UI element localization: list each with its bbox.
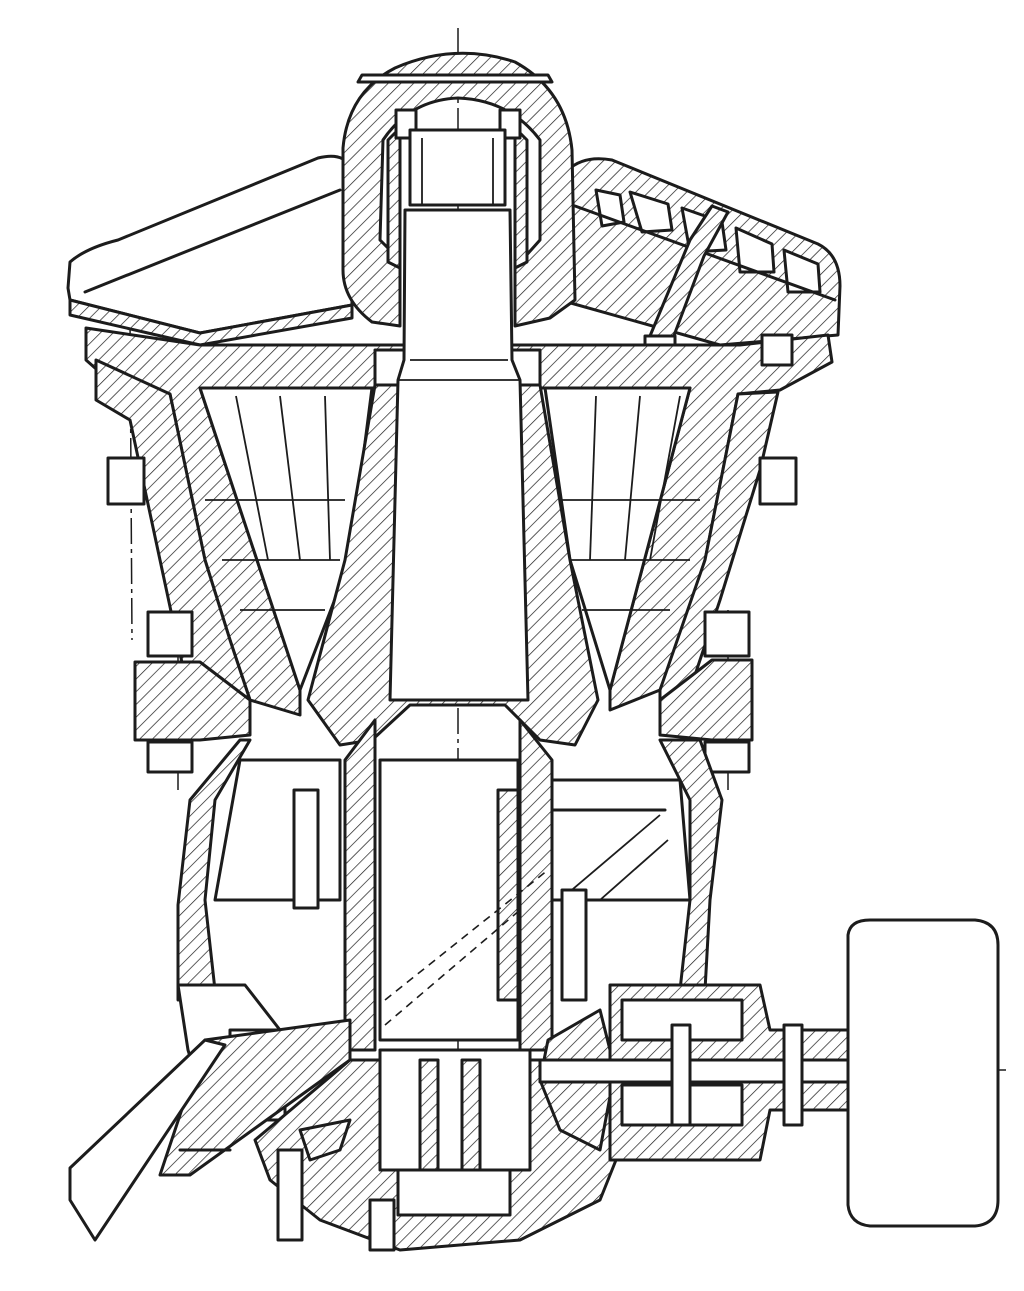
drive-pulley	[846, 918, 1000, 1228]
crushing-chamber	[198, 386, 700, 692]
discharge-chute	[68, 1018, 352, 1242]
flange-joint-left	[106, 456, 252, 774]
bottom-housing	[253, 1048, 622, 1252]
countershaft	[538, 983, 857, 1162]
eccentric-bushing	[343, 718, 554, 1052]
upper-shaft-bearing	[386, 108, 529, 270]
flange-joint-right	[658, 333, 798, 774]
feed-hopper-left	[66, 154, 354, 347]
main-shaft	[388, 208, 530, 702]
outer-concave-shell	[84, 326, 834, 722]
